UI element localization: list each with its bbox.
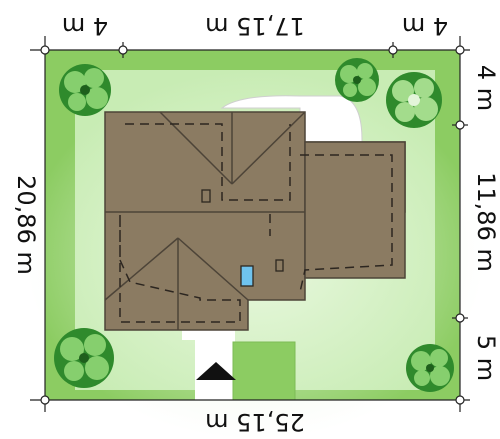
dimension-right-top: 4 m [472,65,500,111]
dimension-right-middle: 11,86 m [472,172,500,272]
dimension-lines [30,36,470,412]
wall-outline [119,123,393,323]
roof-window [240,265,254,287]
dimension-top-left: 4 m [62,12,108,40]
chimney [275,259,284,272]
tree-icon [386,72,442,128]
garden-patch [232,341,296,401]
tree-icon [406,344,454,392]
entrance-arrow-icon [196,362,236,380]
dimension-bottom: 25,15 m [205,408,305,436]
dimension-top-right: 4 m [402,12,448,40]
tree-icon [54,328,114,388]
dimension-top-middle: 17,15 m [205,12,305,40]
driveway [220,95,363,146]
dimension-left: 20,86 m [12,175,40,275]
house-roof [104,111,406,331]
dimension-right-bottom: 5 m [472,335,500,381]
tree-icon [335,58,379,102]
chimney [201,189,211,203]
tree-icon [59,64,111,116]
